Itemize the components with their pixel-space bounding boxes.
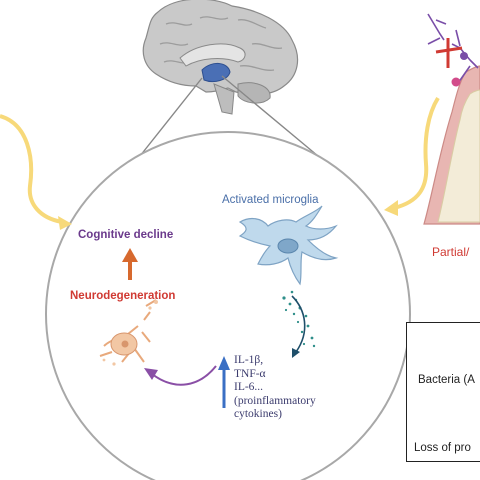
magnified-circle (45, 131, 411, 480)
brain-illustration (142, 0, 299, 115)
yellow-arrow-right (384, 96, 440, 216)
neurodegeneration-label: Neurodegeneration (70, 290, 176, 302)
degenerating-neuron-icon (99, 299, 158, 366)
legend-bacteria-label: Bacteria (A (418, 374, 475, 386)
cytokine-line: (proinflammatory (234, 394, 316, 407)
teal-curved-arrow (291, 295, 306, 358)
cytokine-line: TNF-α (234, 367, 266, 380)
partial-label: Partial/ (432, 245, 470, 259)
zoom-line-left (139, 77, 203, 157)
legend-loss-label: Loss of pro (414, 442, 471, 454)
yellow-arrow-left (0, 114, 72, 230)
cognitive-decline-label: Cognitive decline (78, 229, 174, 241)
cytokine-line: IL-1β, (234, 354, 264, 366)
cytokine-line: IL-6... (234, 381, 264, 393)
cross-icon (435, 38, 463, 68)
cytokine-line: cytokines) (234, 408, 282, 420)
activated-microglia-icon (238, 205, 339, 286)
zoom-line-right (221, 75, 319, 157)
tooth-illustration (423, 65, 480, 225)
cytokines-list: IL-1β, TNF-α IL-6... (proinflammatory cy… (234, 354, 344, 422)
legend-box (406, 322, 480, 462)
activated-microglia-label: Activated microglia (222, 194, 319, 206)
orange-up-arrow (122, 248, 138, 280)
purple-curved-arrow (144, 365, 217, 386)
blue-up-arrow (218, 356, 230, 408)
